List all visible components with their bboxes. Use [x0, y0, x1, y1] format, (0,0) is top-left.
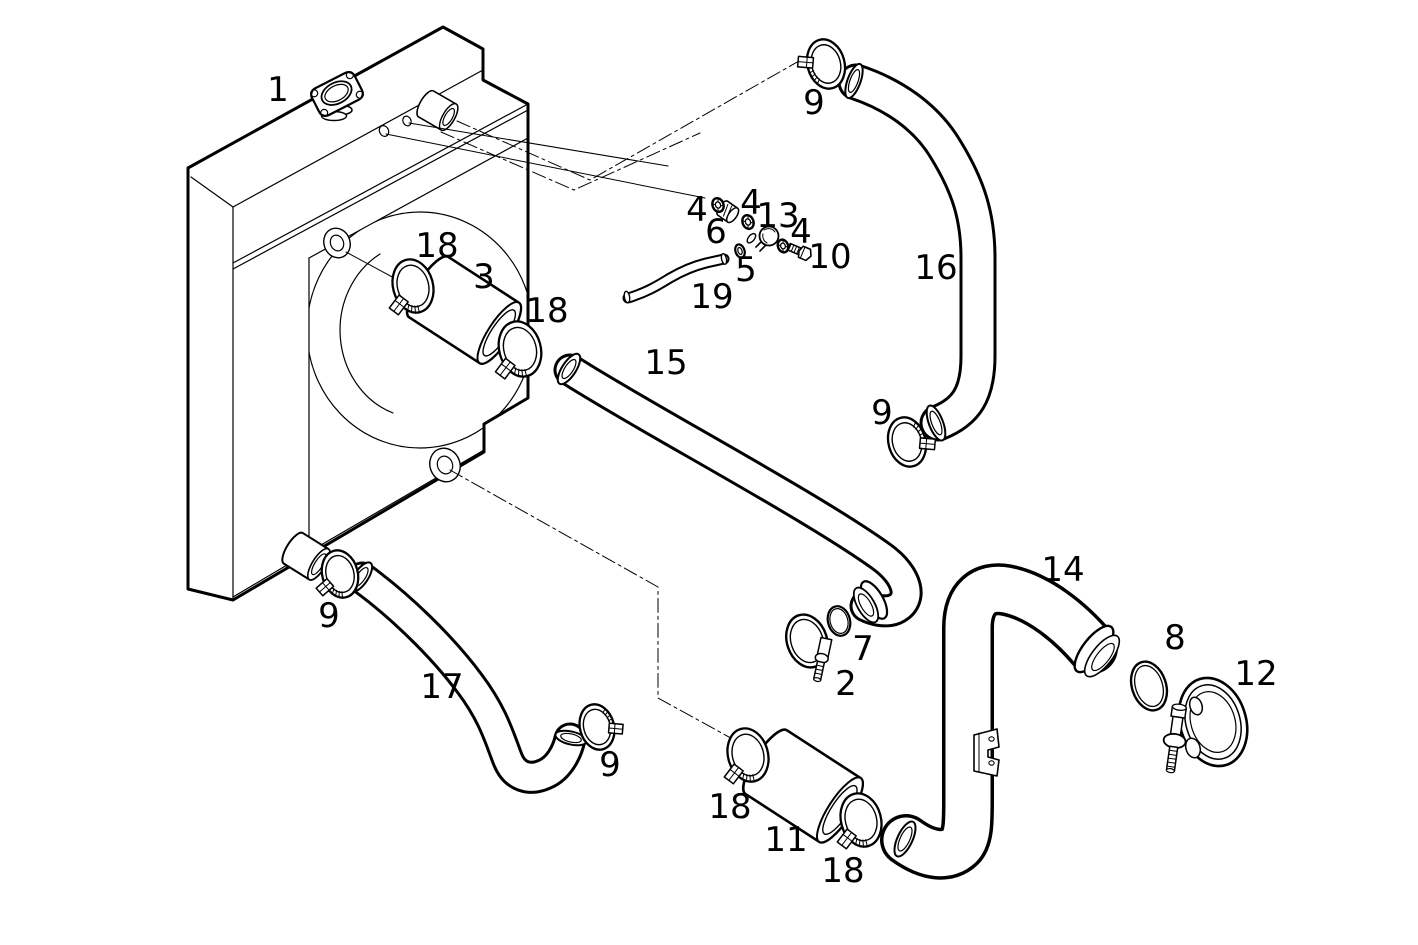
hose-clamp: [796, 38, 847, 90]
fitting-13: [746, 225, 780, 252]
radiator-lower-boss: [429, 447, 461, 483]
clamp-screw: [607, 722, 624, 735]
washer: [711, 196, 725, 214]
washer: [776, 238, 790, 254]
callout-label-15: 15: [644, 343, 687, 383]
callout-label-13: 13: [756, 196, 799, 236]
assembly-axis-lines: [440, 56, 807, 777]
callout-label-16: 16: [914, 248, 957, 288]
radiator-top-stub: [416, 89, 459, 132]
callout-label-4: 4: [790, 212, 812, 252]
callout-label-14: 14: [1041, 550, 1084, 590]
callout-label-10: 10: [808, 237, 851, 277]
callout-label-9: 9: [871, 393, 893, 433]
callout-label-9: 9: [318, 596, 340, 636]
clamp-screw: [388, 294, 409, 316]
callout-label-9: 9: [803, 83, 825, 123]
clamp-screw: [836, 828, 857, 850]
callout-label-8: 8: [1164, 618, 1186, 658]
callout-label-1: 1: [267, 70, 289, 110]
hose-clamp: [315, 549, 360, 599]
hose-clamp: [388, 258, 435, 316]
o-ring-8: [1129, 660, 1169, 712]
callout-label-6: 6: [705, 212, 727, 252]
pipe-bracket: [973, 728, 1000, 777]
radiator-lower-stub: [281, 531, 331, 581]
radiator: [186, 25, 530, 602]
clamp-screw: [796, 55, 815, 69]
callout-label-5: 5: [735, 250, 757, 290]
hose-17: [345, 561, 588, 794]
callout-label-4: 4: [740, 183, 762, 223]
callout-label-3: 3: [473, 257, 495, 297]
filler-cap: [310, 71, 364, 122]
clamp-screw: [918, 437, 937, 451]
hose-clamp: [836, 792, 883, 850]
leader-lines: [385, 122, 706, 199]
callout-label-18: 18: [525, 291, 568, 331]
seal-5: [734, 243, 746, 259]
hose-16: [837, 62, 997, 442]
radiator-upper-port-ring: [323, 227, 351, 259]
clamp-screw: [723, 763, 744, 785]
t-bolt-clamp-2: [785, 613, 833, 683]
callout-label-7: 7: [852, 629, 874, 669]
callout-label-18: 18: [415, 226, 458, 266]
callout-label-9: 9: [599, 745, 621, 785]
hose-14: [880, 563, 1121, 880]
hose-clamp: [578, 703, 624, 751]
o-ring-7: [826, 605, 852, 637]
hose-15: [553, 352, 923, 628]
bolt-10: [786, 242, 812, 262]
clamp-screw: [315, 577, 335, 597]
washer: [741, 213, 755, 231]
callout-label-2: 2: [835, 664, 857, 704]
callout-label-11: 11: [764, 820, 807, 860]
hose-clamp: [886, 416, 937, 468]
callout-label-17: 17: [420, 667, 463, 707]
breather-hose-19: [622, 252, 730, 304]
clamp-screw: [494, 357, 516, 380]
callout-label-12: 12: [1234, 654, 1277, 694]
hose-clamp: [723, 727, 770, 785]
callout-label-18: 18: [708, 787, 751, 827]
hose-clamp: [494, 320, 543, 380]
fan-shroud-circle: [309, 211, 528, 449]
v-band-clamp-12: [1162, 676, 1249, 774]
callout-label-19: 19: [690, 277, 733, 317]
callout-label-18: 18: [821, 851, 864, 891]
callout-label-4: 4: [686, 190, 708, 230]
